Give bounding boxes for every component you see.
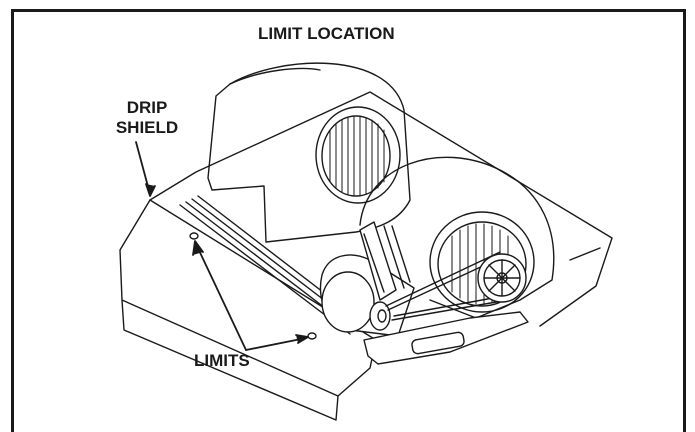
belt-and-pulley bbox=[385, 251, 527, 321]
drip-shield-arrowhead bbox=[145, 183, 156, 197]
limit-switch-upper bbox=[189, 232, 199, 240]
limits-label: LIMITS bbox=[194, 351, 250, 370]
limits-leader-upper bbox=[195, 243, 247, 351]
drip-shield-label: DRIP SHIELD bbox=[112, 98, 182, 138]
limits-arrowhead-lower bbox=[295, 334, 309, 344]
drip-shield-label-line2: SHIELD bbox=[115, 118, 179, 137]
blower-motor bbox=[319, 221, 415, 337]
limits-leader-lower bbox=[245, 337, 307, 351]
figure-frame bbox=[11, 9, 686, 432]
limit-switches bbox=[189, 232, 317, 340]
drip-shield-label-line1: DRIP bbox=[126, 98, 168, 117]
motor-mount-base bbox=[363, 311, 529, 365]
limits-arrowhead-upper bbox=[192, 240, 204, 256]
figure-title: LIMIT LOCATION bbox=[258, 24, 395, 43]
callout-arrows bbox=[135, 141, 309, 351]
rear-blower-housing bbox=[207, 62, 411, 243]
limit-switch-lower bbox=[307, 332, 317, 340]
